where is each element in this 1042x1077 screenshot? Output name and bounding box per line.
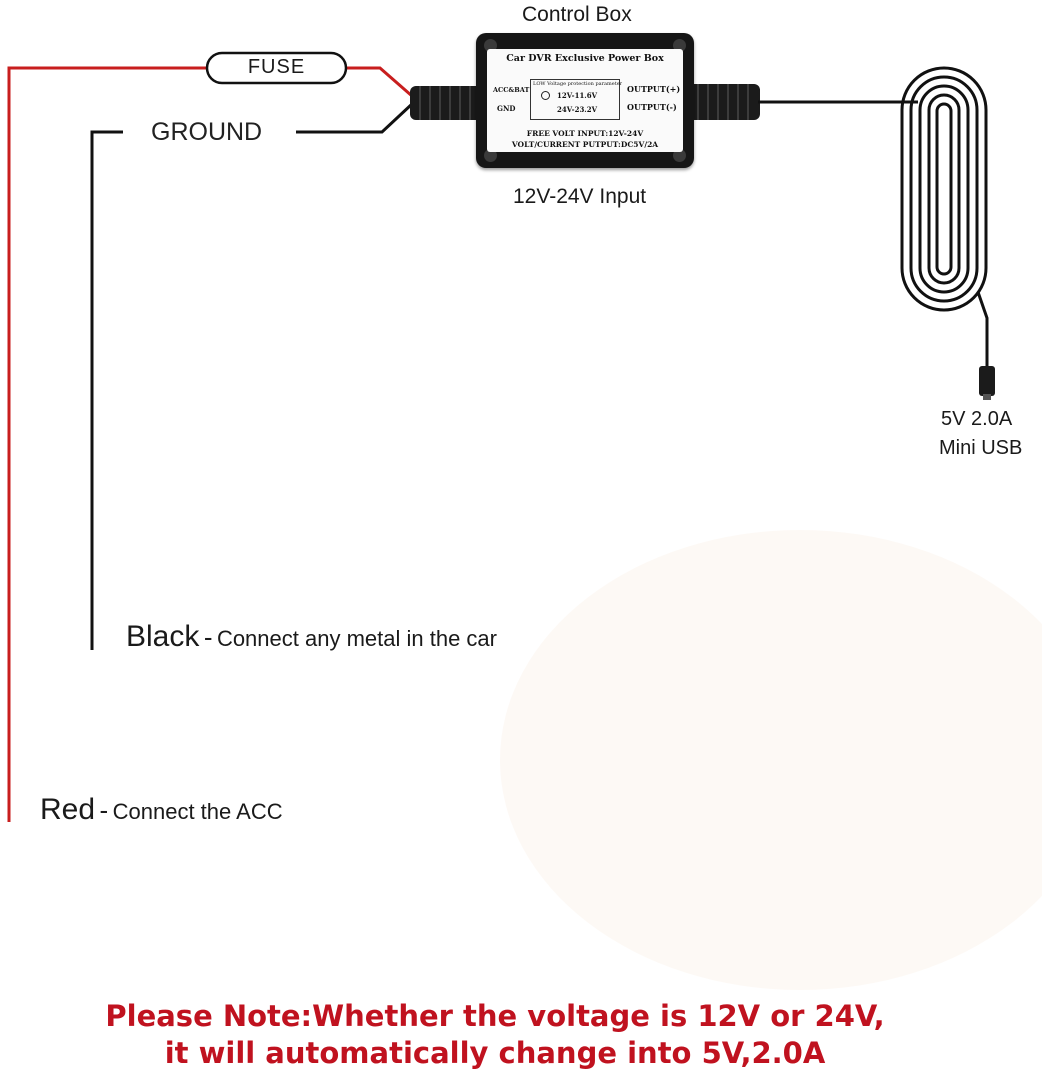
protection-frame: LOW Voltage protection parameter 12V-11.… <box>530 79 623 120</box>
acc-bat-label: ACC&BAT <box>493 86 530 94</box>
screw-top-right <box>673 39 686 52</box>
spec-output: VOLT/CURRENT PUTPUT:DC5V/2A <box>511 140 659 149</box>
protection-title: LOW Voltage protection parameter <box>533 81 623 87</box>
output-plus-label: OUTPUT(+) <box>627 84 681 94</box>
coiled-cable <box>900 66 988 312</box>
gnd-label: GND <box>497 104 516 113</box>
output-voltage-label: 5V 2.0A <box>941 408 1013 430</box>
control-box-label: Control Box <box>522 3 632 26</box>
red-wire <box>7 66 413 822</box>
power-box: Car DVR Exclusive Power Box ACC&BAT GND … <box>476 33 694 168</box>
note-line-2: it will automatically change into 5V,2.0… <box>164 1036 826 1070</box>
background-shade <box>500 530 1042 990</box>
black-wire-caption: Black - Connect any metal in the car <box>126 620 497 654</box>
fuse-label: FUSE <box>247 56 306 78</box>
mini-usb-tip <box>983 394 991 400</box>
black-wire-label: Black <box>126 620 200 653</box>
output-minus-label: OUTPUT(-) <box>627 102 677 112</box>
red-wire-caption: Red - Connect the ACC <box>40 793 283 827</box>
screw-bottom-right <box>673 149 686 162</box>
red-wire-label: Red <box>40 793 96 826</box>
spec-input: FREE VOLT INPUT:12V-24V <box>526 129 644 138</box>
mini-usb-connector <box>979 366 995 396</box>
screw-top-left <box>484 39 497 52</box>
power-box-label: Car DVR Exclusive Power Box ACC&BAT GND … <box>487 49 683 152</box>
fuse-outline <box>205 51 348 85</box>
black-dash: - <box>203 622 213 652</box>
red-dash: - <box>99 795 109 825</box>
usb-cable <box>976 291 989 368</box>
note-line-1: Please Note:Whether the voltage is 12V o… <box>105 999 885 1033</box>
protection-24v: 24V-23.2V <box>557 105 598 114</box>
power-box-title: Car DVR Exclusive Power Box <box>506 53 664 64</box>
input-label: 12V-24V Input <box>513 185 647 208</box>
left-strain-relief <box>410 86 482 120</box>
right-strain-relief <box>688 84 760 120</box>
ground-label: GROUND <box>151 118 263 146</box>
black-wire-description: Connect any metal in the car <box>216 626 497 651</box>
screw-bottom-left <box>484 149 497 162</box>
mini-usb-label: Mini USB <box>939 437 1023 459</box>
red-wire-description: Connect the ACC <box>112 799 283 824</box>
indicator-led <box>541 91 550 100</box>
black-wire <box>90 102 414 650</box>
protection-12v: 12V-11.6V <box>557 91 598 100</box>
